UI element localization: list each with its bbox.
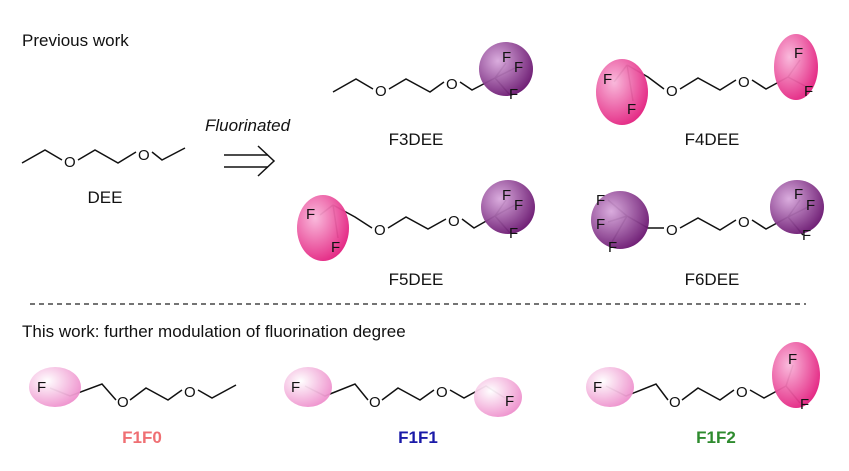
svg-text:O: O (375, 83, 387, 100)
svg-text:F: F (794, 186, 803, 203)
svg-text:O: O (738, 214, 750, 231)
svg-text:F: F (804, 83, 813, 100)
svg-text:F: F (509, 225, 518, 242)
svg-text:O: O (669, 394, 681, 411)
fluorine-highlights (29, 34, 824, 417)
label-f1f1: F1F1 (398, 428, 438, 447)
svg-text:F: F (802, 227, 811, 244)
svg-text:F: F (37, 379, 46, 396)
svg-text:F: F (505, 393, 514, 410)
svg-text:O: O (666, 222, 678, 239)
label-f1f0: F1F0 (122, 428, 162, 447)
svg-text:O: O (117, 394, 129, 411)
svg-text:O: O (448, 213, 460, 230)
svg-text:F: F (800, 396, 809, 413)
svg-text:F: F (509, 86, 518, 103)
svg-text:F: F (627, 101, 636, 118)
reaction-arrow (224, 145, 276, 177)
svg-text:F: F (502, 187, 511, 204)
svg-text:F: F (608, 239, 617, 256)
svg-text:O: O (138, 147, 150, 164)
svg-text:O: O (374, 222, 386, 239)
svg-text:F: F (806, 197, 815, 214)
svg-text:F: F (794, 45, 803, 62)
svg-text:O: O (736, 384, 748, 401)
label-dee: DEE (87, 188, 123, 207)
svg-text:F: F (788, 351, 797, 368)
svg-text:O: O (369, 394, 381, 411)
svg-text:F: F (603, 71, 612, 88)
svg-text:F: F (596, 216, 605, 233)
svg-text:F: F (291, 379, 300, 396)
svg-text:F: F (331, 239, 340, 256)
svg-text:O: O (666, 83, 678, 100)
svg-text:F: F (596, 192, 605, 209)
label-f1f2: F1F2 (696, 428, 736, 447)
fluorine-atoms: F F F F F F F F F F F F F F F F F F F F … (37, 45, 815, 413)
this-work-heading: This work: further modulation of fluorin… (22, 322, 406, 341)
label-f5dee: F5DEE (388, 270, 444, 289)
label-f4dee: F4DEE (684, 130, 740, 149)
previous-work-heading: Previous work (22, 31, 129, 50)
svg-text:O: O (184, 384, 196, 401)
label-f6dee: F6DEE (684, 270, 740, 289)
svg-text:F: F (306, 206, 315, 223)
svg-text:F: F (514, 59, 523, 76)
svg-text:F: F (593, 379, 602, 396)
label-f3dee: F3DEE (388, 130, 444, 149)
svg-text:O: O (738, 74, 750, 91)
svg-text:O: O (436, 384, 448, 401)
svg-text:F: F (514, 197, 523, 214)
svg-text:O: O (64, 154, 76, 171)
bonds (21, 59, 809, 404)
fluorinated-label: Fluorinated (205, 116, 291, 135)
svg-text:O: O (446, 76, 458, 93)
oxygen-atoms: O O O O O O O O O O O O O O O O (64, 74, 750, 411)
svg-text:F: F (502, 49, 511, 66)
